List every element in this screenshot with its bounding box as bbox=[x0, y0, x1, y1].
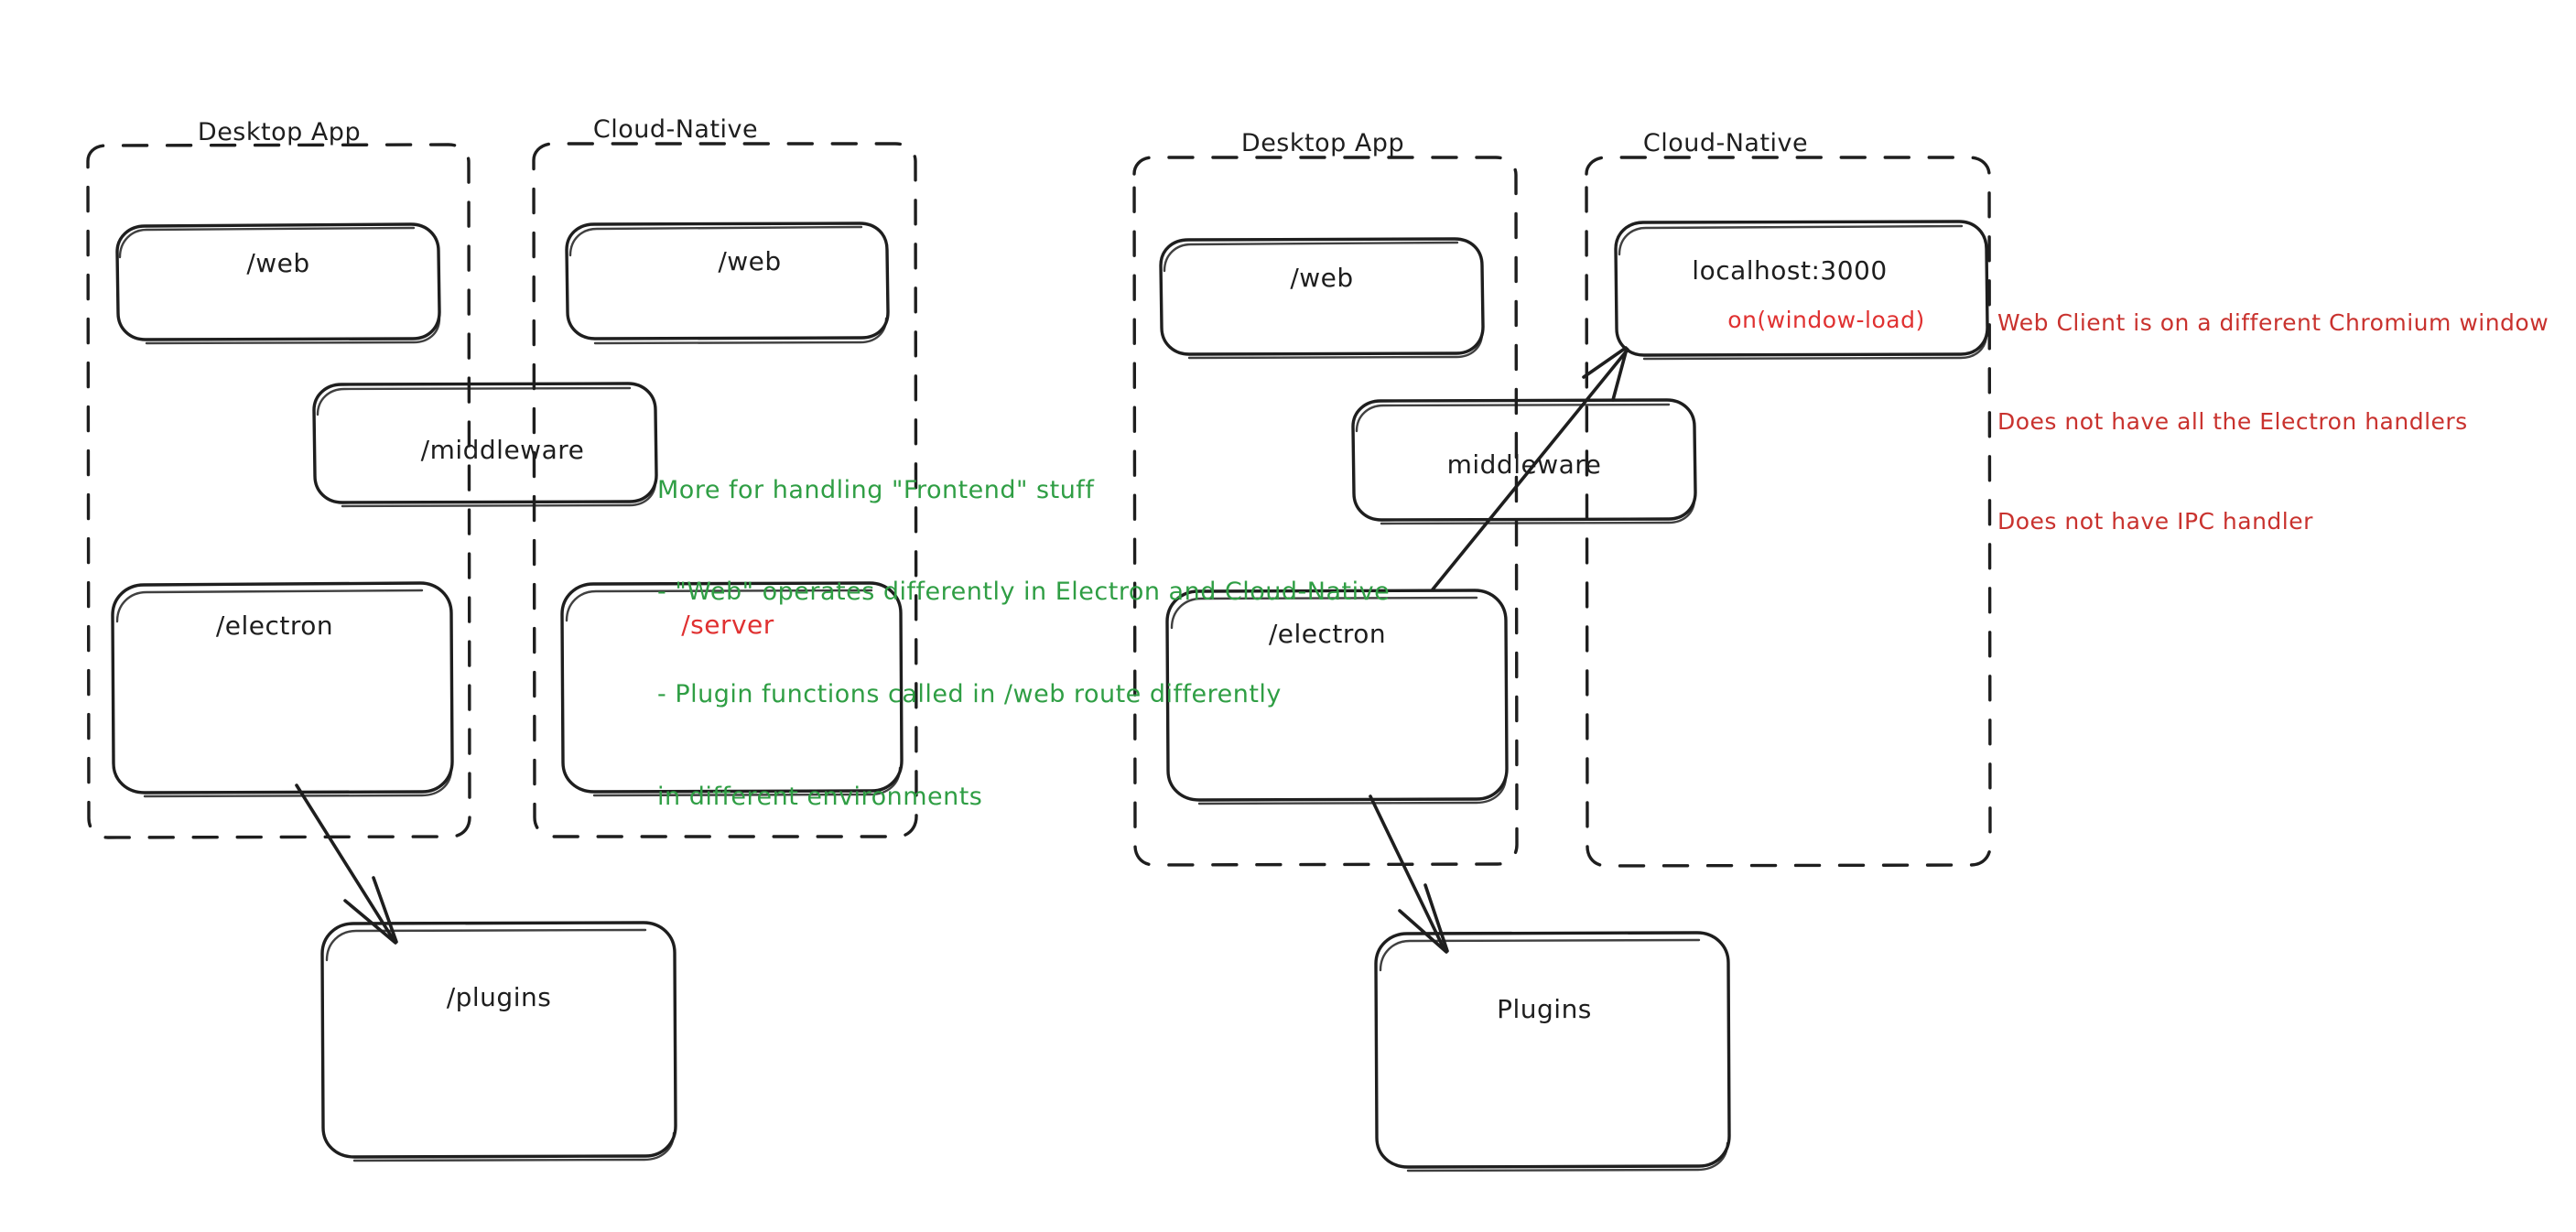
red-annotation-line-1: Web Client is on a different Chromium wi… bbox=[1997, 308, 2549, 336]
right-localhost-label: localhost:3000 bbox=[1692, 255, 1888, 286]
left-middleware-label: /middleware bbox=[420, 435, 585, 465]
left-electron-label: /electron bbox=[215, 611, 334, 641]
left-plugins-shape bbox=[320, 921, 677, 1162]
left-cloud-web-shape bbox=[565, 222, 890, 345]
left-desktop-web-shape bbox=[115, 222, 441, 345]
left-desktop-web-label: /web bbox=[246, 248, 310, 278]
red-annotation-line-3: Does not have IPC handler bbox=[1997, 508, 2313, 535]
right-desktop-web-label: /web bbox=[1290, 263, 1354, 293]
green-annotation: More for handling "Frontend" stuff - "We… bbox=[657, 405, 1390, 882]
left-middleware-shape bbox=[312, 382, 658, 508]
right-desktop-app-title: Desktop App bbox=[1240, 129, 1405, 157]
left-desktop-app-title: Desktop App bbox=[197, 118, 362, 146]
right-desktop-app-container bbox=[1132, 156, 1519, 867]
right-plugins-shape bbox=[1374, 931, 1731, 1173]
left-cloud-web-label: /web bbox=[718, 246, 782, 276]
left-cloud-native-title: Cloud-Native bbox=[592, 115, 759, 144]
right-desktop-web-shape bbox=[1159, 237, 1485, 360]
right-electron-to-localhost-arrow bbox=[1431, 346, 1629, 591]
green-annotation-line-2: - "Web" operates differently in Electron… bbox=[657, 578, 1391, 607]
red-annotation-line-2: Does not have all the Electron handlers bbox=[1997, 408, 2468, 436]
left-server-shape bbox=[560, 581, 904, 797]
green-annotation-line-1: More for handling "Frontend" stuff bbox=[657, 475, 1095, 504]
left-desktop-app-container bbox=[86, 143, 471, 839]
right-electron-label: /electron bbox=[1268, 619, 1387, 649]
left-electron-to-plugins-arrow bbox=[295, 784, 398, 945]
right-cloud-native-container bbox=[1585, 156, 1992, 868]
left-plugins-label: /plugins bbox=[446, 982, 552, 1012]
left-electron-shape bbox=[111, 581, 454, 798]
left-server-label: /server bbox=[681, 610, 774, 640]
left-cloud-native-container bbox=[532, 142, 918, 838]
right-plugins-label: Plugins bbox=[1497, 994, 1592, 1024]
right-electron-to-plugins-arrow bbox=[1369, 794, 1449, 954]
right-middleware-label: middleware bbox=[1446, 449, 1602, 480]
green-annotation-line-4: in different environments bbox=[657, 782, 983, 811]
right-electron-shape bbox=[1165, 589, 1509, 805]
right-middleware-shape bbox=[1351, 398, 1697, 525]
right-localhost-sublabel: on(window-load) bbox=[1727, 307, 1925, 333]
red-annotation: Web Client is on a different Chromium wi… bbox=[1997, 240, 2549, 605]
right-localhost-shape bbox=[1614, 220, 1989, 361]
right-cloud-native-title: Cloud-Native bbox=[1642, 129, 1809, 157]
green-annotation-line-3: - Plugin functions called in /web route … bbox=[657, 680, 1282, 708]
